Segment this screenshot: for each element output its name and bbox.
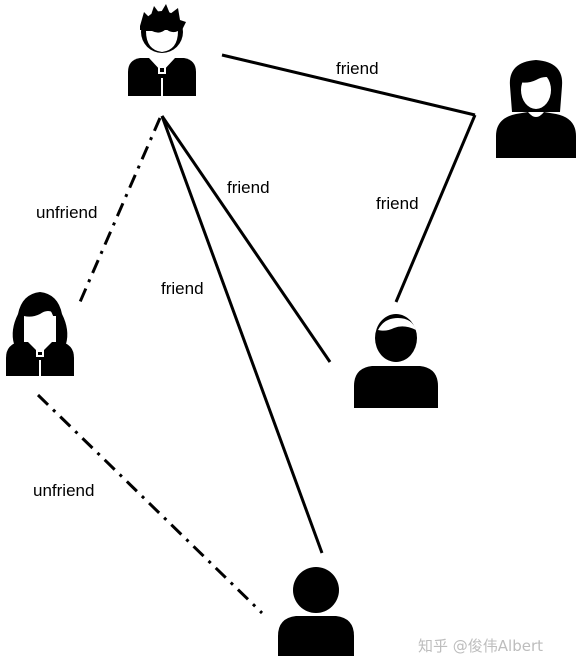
edge-man-top-person-bottom bbox=[160, 115, 324, 554]
man-with-bowtie-icon bbox=[128, 4, 196, 96]
edge-woman-right-man-mid-right bbox=[394, 114, 477, 303]
edges bbox=[36, 53, 477, 615]
edge-woman-left-person-bottom bbox=[36, 393, 264, 615]
edge-man-top-man-mid-right bbox=[160, 115, 332, 363]
edge-man-top-woman-left bbox=[78, 117, 162, 303]
edge-label-man-top-man-mid-right: friend bbox=[227, 178, 270, 197]
woman-icon bbox=[496, 60, 576, 158]
edge-label-man-top-woman-right: friend bbox=[336, 59, 379, 78]
edge-labels: friend friend friend friend unfriend unf… bbox=[33, 59, 419, 500]
person-icon bbox=[278, 567, 354, 656]
edge-label-man-top-person-bottom: friend bbox=[161, 279, 204, 298]
man-icon bbox=[354, 314, 438, 408]
edge-label-woman-left-person-bottom: unfriend bbox=[33, 481, 94, 500]
edge-man-top-woman-right bbox=[221, 53, 476, 117]
watermark-text: 知乎 @俊伟Albert bbox=[418, 637, 543, 655]
woman-with-bowtie-icon bbox=[6, 292, 74, 376]
edge-label-woman-right-man-mid-right: friend bbox=[376, 194, 419, 213]
edge-label-man-top-woman-left: unfriend bbox=[36, 203, 97, 222]
